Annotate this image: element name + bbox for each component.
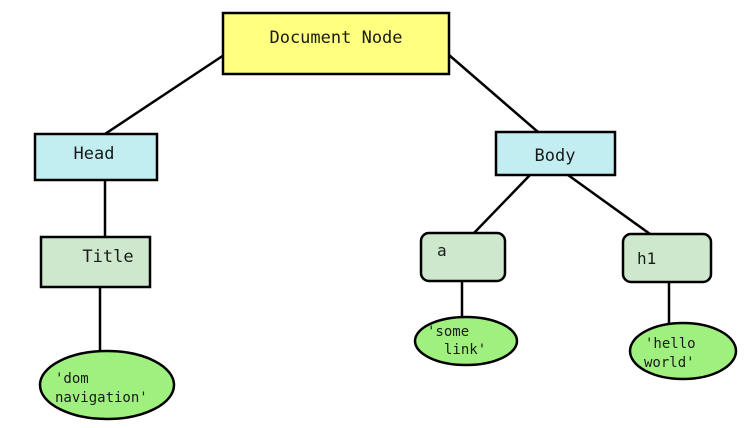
title-node: Title (39, 235, 152, 289)
a-node-label: a (437, 241, 447, 260)
dom-navigation-text-node: 'dom navigation' (38, 349, 176, 421)
h1-node-label: h1 (637, 249, 656, 268)
edge-document-body (448, 54, 539, 133)
dom-navigation-line2: navigation' (55, 390, 148, 406)
head-node-label: Head (74, 144, 115, 164)
edge-document-head (104, 53, 225, 136)
hello-world-line2: world' (644, 355, 695, 371)
edge-body-h1 (567, 173, 651, 236)
some-link-line2: link' (444, 342, 486, 358)
some-link-line1: 'some (427, 324, 469, 340)
some-link-text-node: 'some link' (413, 315, 519, 367)
body-node: Body (494, 130, 617, 177)
hello-world-text-node: 'hello world' (628, 321, 738, 381)
document-node-label: Document Node (269, 28, 402, 48)
dom-navigation-line1: 'dom (55, 371, 89, 387)
body-node-label: Body (535, 146, 576, 166)
document-node: Document Node (221, 11, 451, 76)
edge-body-a (473, 174, 531, 234)
tree-edges (98, 53, 671, 352)
a-node: a (419, 231, 507, 283)
hello-world-line1: 'hello (645, 336, 696, 352)
title-node-label: Title (82, 247, 133, 267)
head-node: Head (33, 132, 159, 182)
h1-node: h1 (621, 232, 713, 284)
